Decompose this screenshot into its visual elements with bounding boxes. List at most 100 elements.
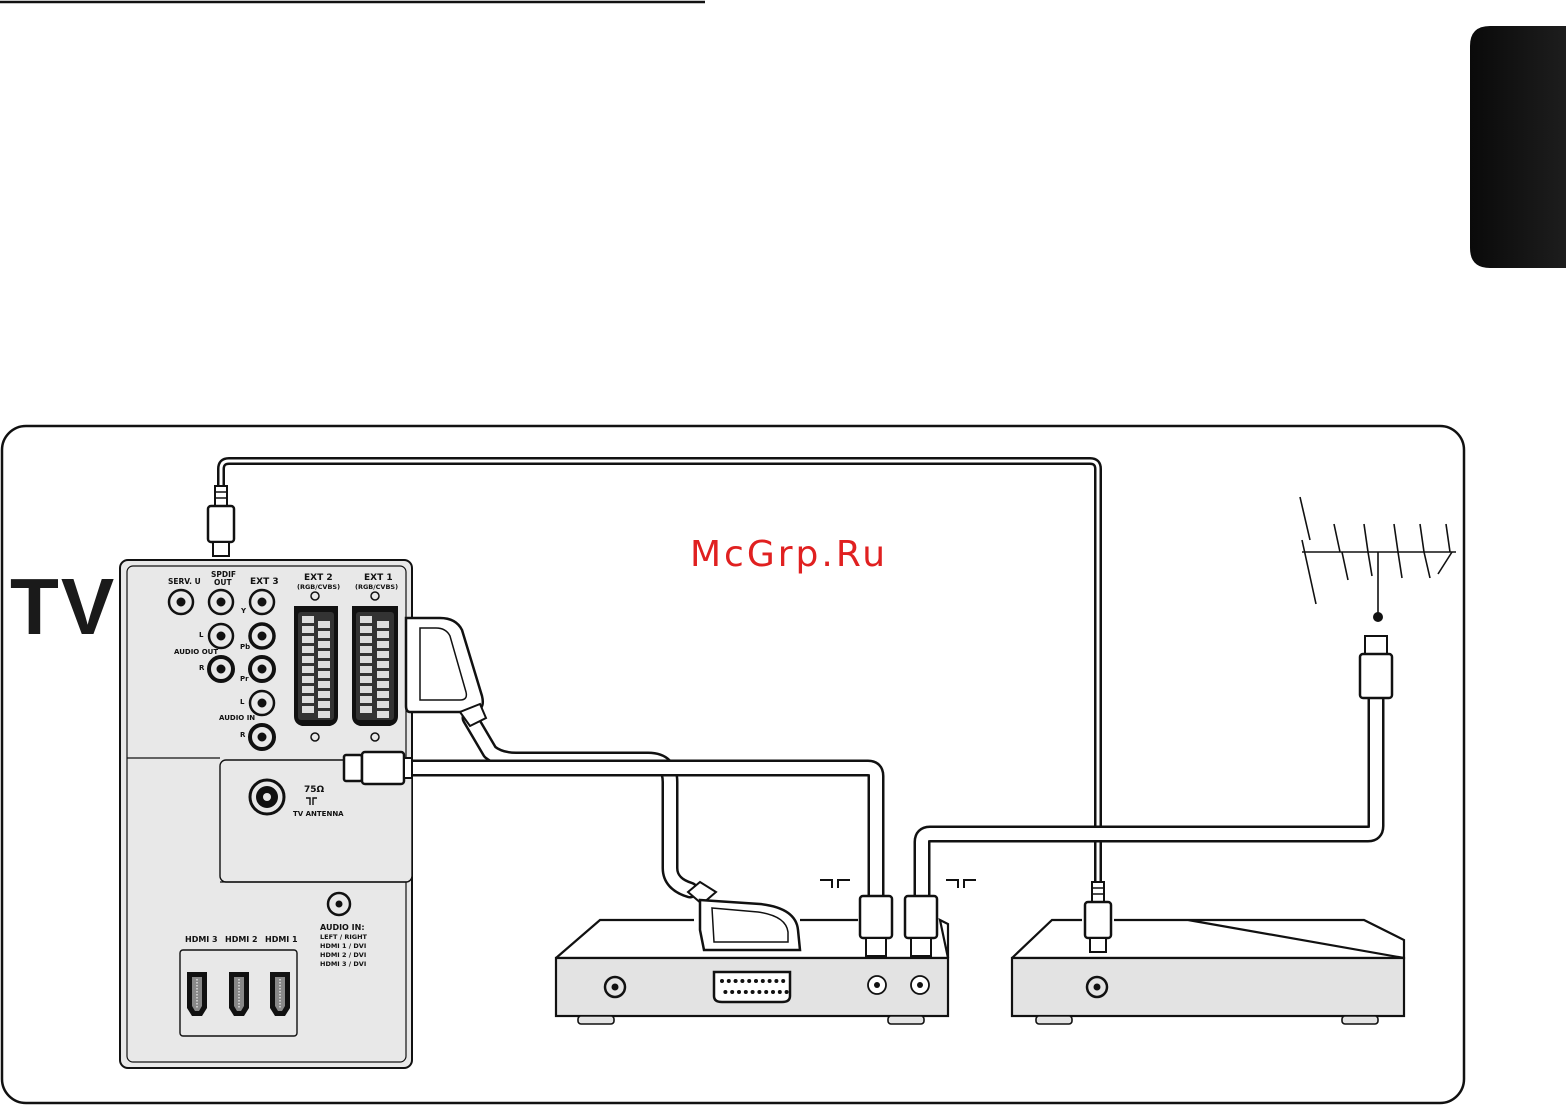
ohm-label: 75Ω [304, 785, 325, 795]
audio-in-hdmi-line-1: LEFT / RIGHT [320, 933, 368, 941]
scart-pin [318, 661, 330, 668]
scart-plug-icon [406, 618, 486, 726]
scart-pin [318, 681, 330, 688]
scart-pin [377, 711, 389, 718]
scart-socket-pin [757, 990, 761, 994]
rf-plug-icon [344, 752, 412, 784]
audio-out-l-label: L [199, 631, 204, 639]
scart-pin [302, 616, 314, 623]
scart-pin [302, 666, 314, 673]
receiver-scart-plug [688, 882, 800, 950]
hdmi3-port[interactable] [187, 972, 207, 1016]
scart-pin [360, 666, 372, 673]
ext1-label: EXT 1 [364, 573, 393, 583]
watermark: McGrp.Ru [690, 534, 888, 575]
scart-pin [360, 656, 372, 663]
scart-pin [377, 661, 389, 668]
scart-pin [377, 651, 389, 658]
scart-cable [470, 718, 690, 890]
scart-pin [377, 631, 389, 638]
antenna-symbol-icon [946, 880, 976, 888]
scart-pin [302, 636, 314, 643]
scart-socket-pin [723, 990, 727, 994]
scart-pin [302, 686, 314, 693]
antenna-symbol-icon [820, 880, 850, 888]
scart-socket-pin [761, 979, 765, 983]
scart-socket-pin [747, 979, 751, 983]
scart-pin [318, 711, 330, 718]
tv-label: TV [10, 562, 116, 651]
scart-pin [318, 691, 330, 698]
receiver-scart-socket[interactable] [714, 972, 790, 1002]
ext2-label: EXT 2 [304, 573, 333, 583]
scart-pin [360, 616, 372, 623]
rf-cable-antenna [922, 700, 1376, 896]
scart-pin [377, 671, 389, 678]
scart-pin [318, 631, 330, 638]
tv-antenna-jack[interactable] [250, 780, 284, 814]
ext2-sub-label: (RGB/CVBS) [297, 583, 340, 591]
scart-socket-pin [744, 990, 748, 994]
scart-socket-pin [727, 979, 731, 983]
audio-out-r-label: R [199, 664, 205, 672]
aerial-icon [1300, 497, 1456, 614]
scart-pin [377, 681, 389, 688]
scart-socket-pin [754, 979, 758, 983]
receiver-rf-plug-in [860, 896, 892, 956]
hdmi1-port[interactable] [270, 972, 290, 1016]
scart-socket-pin [771, 990, 775, 994]
pr-label: Pr [240, 675, 249, 683]
pb-label: Pb [240, 643, 250, 651]
scart-pin [377, 701, 389, 708]
scart-pin [360, 636, 372, 643]
tv-connector-panel: SERV. U SPDIF OUT EXT 3 EXT 2 (RGB/CVBS)… [120, 560, 412, 1068]
scart-pin [318, 621, 330, 628]
scart-pin [302, 656, 314, 663]
scart-socket-pin [734, 979, 738, 983]
scart-socket-pin [720, 979, 724, 983]
rf-cable-tv [408, 768, 876, 896]
scart-pin [302, 626, 314, 633]
serv-u-label: SERV. U [168, 577, 201, 586]
scart-pin [302, 696, 314, 703]
scart-pin [360, 706, 372, 713]
audio-in-r-label: R [240, 731, 246, 739]
audio-in-hdmi-line-2: HDMI 1 / DVI [320, 942, 366, 950]
audio-in-hdmi-title: AUDIO IN: [320, 923, 365, 932]
ext1-scart-port[interactable] [352, 592, 398, 741]
scart-pin [360, 696, 372, 703]
scart-pin [318, 651, 330, 658]
recorder-box [1012, 920, 1404, 1024]
spdif-out-label-2: OUT [214, 578, 232, 587]
ext2-scart-port[interactable] [294, 592, 338, 741]
scart-pin [377, 621, 389, 628]
hdmi2-label: HDMI 2 [225, 935, 258, 944]
hdmi2-port[interactable] [229, 972, 249, 1016]
hdmi1-label: HDMI 1 [265, 935, 298, 944]
audio-in-l-label: L [240, 698, 245, 706]
scart-socket-pin [737, 990, 741, 994]
audio-in-label: AUDIO IN [219, 714, 255, 722]
ext3-label: EXT 3 [250, 577, 279, 587]
scart-pin [318, 671, 330, 678]
scart-pin [360, 646, 372, 653]
scart-pin [360, 626, 372, 633]
rca-plug-icon [208, 486, 234, 556]
hdmi3-label: HDMI 3 [185, 935, 218, 944]
audio-in-hdmi-line-3: HDMI 2 / DVI [320, 951, 366, 959]
hdmi-ports [187, 972, 290, 1016]
scart-pin [318, 701, 330, 708]
scart-socket-pin [751, 990, 755, 994]
tv-antenna-label: TV ANTENNA [293, 810, 344, 818]
language-tab [1470, 26, 1566, 268]
audio-in-hdmi-line-4: HDMI 3 / DVI [320, 960, 366, 968]
antenna-rf-plug [1360, 636, 1392, 698]
scart-socket-pin [778, 990, 782, 994]
recorder-rca-plug [1085, 882, 1111, 952]
scart-socket-pin [768, 979, 772, 983]
scart-pin [377, 641, 389, 648]
ext1-sub-label: (RGB/CVBS) [355, 583, 398, 591]
y-label: Y [240, 607, 247, 615]
audio-out-label: AUDIO OUT [174, 648, 218, 656]
receiver-rf-plug-out [905, 896, 937, 956]
